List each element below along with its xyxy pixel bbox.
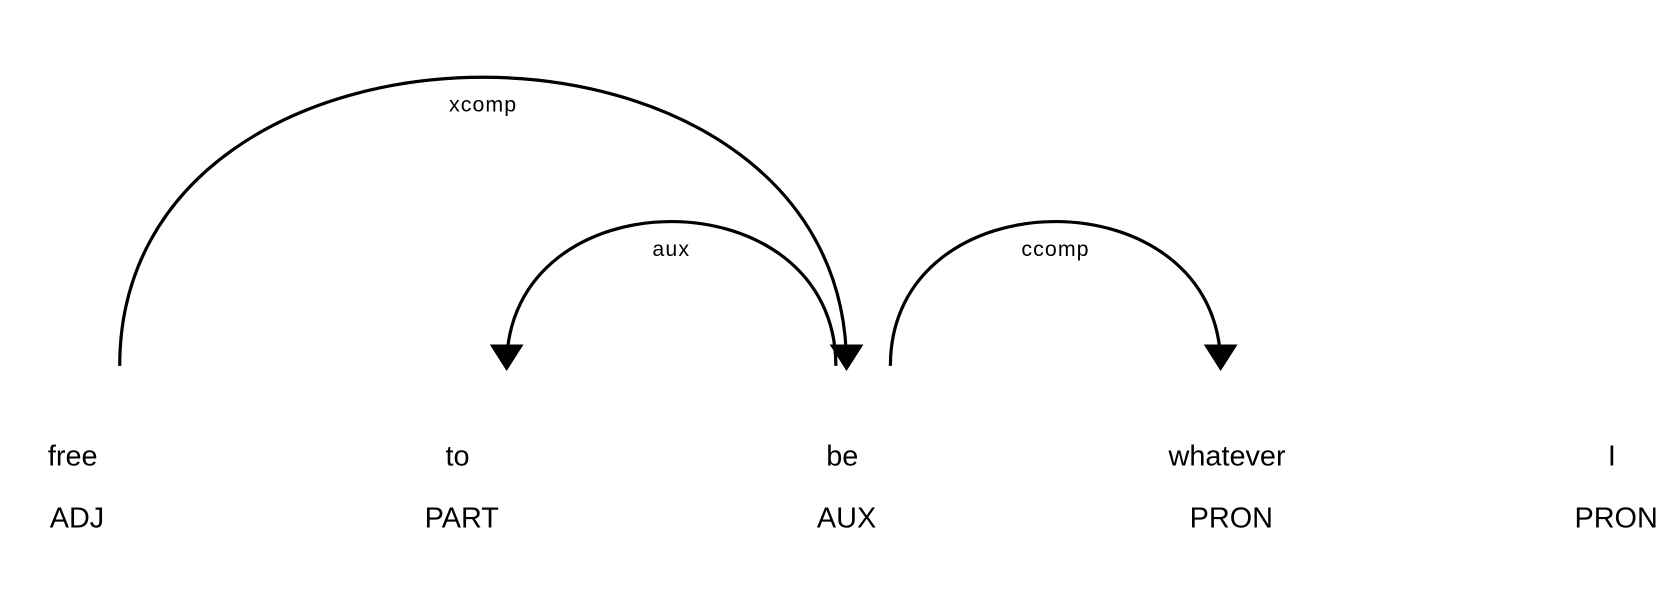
arc-aux: aux (489, 220, 838, 372)
token-word: to (445, 440, 469, 472)
arc-xcomp: xcomp (118, 75, 864, 372)
arc-label: xcomp (449, 92, 517, 116)
arrowhead-icon (829, 344, 864, 372)
token-tag: PRON (1190, 502, 1273, 534)
token: I PRON (1574, 440, 1657, 534)
arc-path (888, 220, 1223, 366)
arc-label: aux (652, 237, 690, 261)
token-word: free (48, 440, 98, 472)
arc-path (505, 220, 838, 366)
arc-path (118, 75, 849, 366)
token-word: be (826, 440, 858, 472)
arc-ccomp: ccomp (888, 220, 1238, 372)
token-tag: PART (425, 502, 499, 534)
arrowhead-icon (1203, 344, 1238, 372)
arrowhead-icon (489, 344, 524, 372)
token-tag: ADJ (50, 502, 104, 534)
token-word: I (1608, 440, 1616, 472)
token-word: whatever (1168, 440, 1286, 472)
token-tag: AUX (817, 502, 876, 534)
arc-label: ccomp (1021, 237, 1089, 261)
token-tag: PRON (1574, 502, 1657, 534)
